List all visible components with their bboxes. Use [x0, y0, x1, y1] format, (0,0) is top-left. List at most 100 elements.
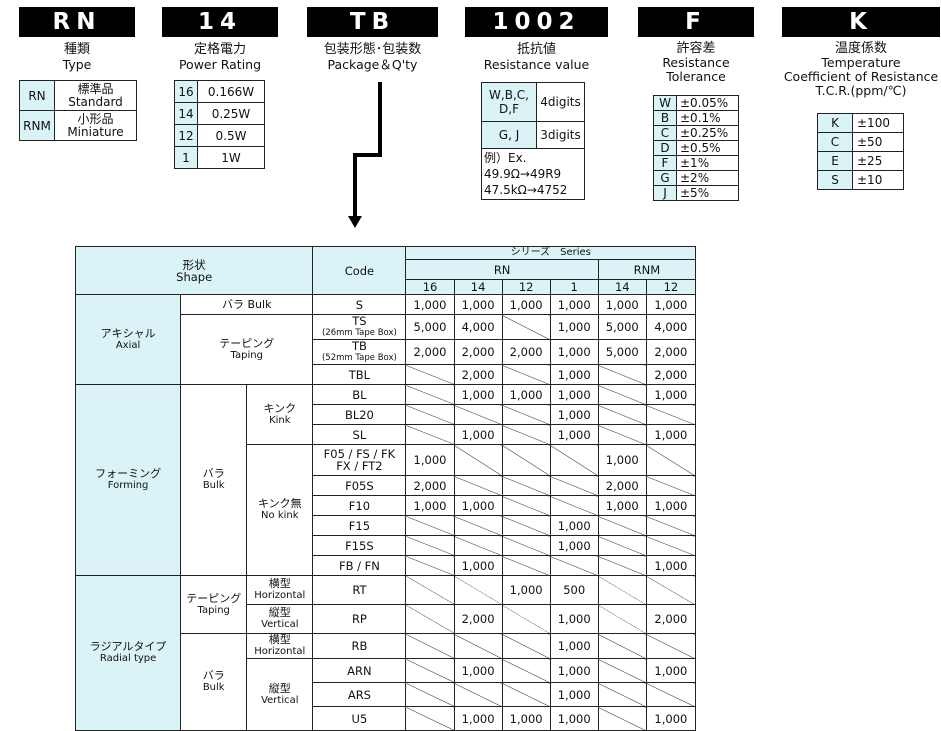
- quantity-cell: [501, 633, 551, 659]
- quantity-cell: 1,000: [453, 706, 503, 731]
- quantity-cell: [501, 515, 551, 536]
- quantity-cell: [597, 364, 647, 385]
- quantity-cell: 2,000: [645, 339, 697, 365]
- quantity-cell: [645, 515, 697, 536]
- code-cell: F15S: [312, 535, 407, 556]
- quantity-cell: 500: [549, 575, 599, 605]
- series-header: シリーズ Series: [405, 246, 696, 260]
- quantity-cell: [597, 384, 647, 405]
- quantity-cell: [645, 575, 697, 605]
- quantity-cell: [597, 424, 647, 445]
- quantity-cell: [549, 475, 599, 496]
- series-col-header: 12: [501, 279, 551, 295]
- quantity-cell: [501, 682, 551, 707]
- quantity-cell: 1,000: [645, 658, 697, 683]
- quantity-cell: 1,000: [405, 444, 455, 476]
- tcr-value-cell: ±25: [852, 151, 904, 171]
- quantity-cell: [405, 535, 455, 556]
- code-cell: TBL: [312, 364, 407, 385]
- quantity-cell: [405, 658, 455, 683]
- series-col-header: 14: [597, 279, 647, 295]
- tol-value-cell: ±0.1%: [676, 110, 739, 126]
- resistance-code-cell: G, J: [481, 121, 537, 149]
- quantity-cell: 1,000: [645, 706, 697, 731]
- tcr-code-cell: K: [817, 113, 853, 133]
- code-header: Code: [312, 246, 407, 295]
- quantity-cell: [597, 633, 647, 659]
- quantity-cell: 1,000: [453, 384, 503, 405]
- quantity-cell: 1,000: [549, 339, 599, 365]
- tcr-table: K±100 C±50 E±25 S±10: [817, 113, 904, 190]
- quantity-cell: [645, 535, 697, 556]
- quantity-cell: [405, 515, 455, 536]
- code-cell: RB: [312, 633, 407, 659]
- tol-value-cell: ±2%: [676, 170, 739, 186]
- quantity-cell: [597, 535, 647, 556]
- tol-code-cell: J: [653, 185, 677, 201]
- code-cell: U5: [312, 706, 407, 731]
- tol-value-cell: ±0.05%: [676, 95, 739, 111]
- resistance-code-header: 1002: [465, 7, 608, 37]
- quantity-cell: [453, 682, 503, 707]
- code-cell: F05S: [312, 475, 407, 496]
- tcr-code-header: K: [782, 7, 940, 37]
- bulk-cell: バラ Bulk: [180, 294, 314, 315]
- quantity-cell: 1,000: [549, 364, 599, 385]
- tolerance-code-header: F: [638, 7, 754, 37]
- quantity-cell: 2,000: [453, 364, 503, 385]
- quantity-cell: [597, 575, 647, 605]
- quantity-cell: 2,000: [597, 475, 647, 496]
- quantity-cell: 1,000: [645, 424, 697, 445]
- quantity-cell: [501, 314, 551, 340]
- quantity-cell: [453, 444, 503, 476]
- quantity-cell: [453, 633, 503, 659]
- quantity-cell: [405, 682, 455, 707]
- tol-value-cell: ±0.25%: [676, 125, 739, 141]
- code-cell: RT: [312, 575, 407, 605]
- quantity-cell: [645, 475, 697, 496]
- quantity-cell: [645, 682, 697, 707]
- quantity-cell: 1,000: [549, 294, 599, 315]
- tcr-value-cell: ±50: [852, 132, 904, 152]
- quantity-cell: 4,000: [645, 314, 697, 340]
- code-cell: FB / FN: [312, 555, 407, 576]
- tol-value-cell: ±5%: [676, 185, 739, 201]
- quantity-cell: 2,000: [405, 475, 455, 496]
- quantity-cell: [597, 604, 647, 634]
- type-code-header: RN: [19, 7, 135, 37]
- tcr-code-cell: E: [817, 151, 853, 171]
- quantity-cell: [405, 555, 455, 576]
- quantity-cell: 1,000: [501, 384, 551, 405]
- quantity-cell: [501, 404, 551, 425]
- quantity-cell: 1,000: [549, 424, 599, 445]
- table-row: F15 1,000: [76, 515, 697, 536]
- code-cell: F15: [312, 515, 407, 536]
- quantity-cell: 2,000: [453, 604, 503, 634]
- quantity-cell: 1,000: [453, 294, 503, 315]
- quantity-cell: 1,000: [645, 495, 697, 516]
- tol-code-cell: C: [653, 125, 677, 141]
- tol-code-cell: B: [653, 110, 677, 126]
- quantity-cell: 1,000: [645, 294, 697, 315]
- code-cell: SL: [312, 424, 407, 445]
- quantity-cell: 1,000: [549, 515, 599, 536]
- quantity-cell: [645, 444, 697, 476]
